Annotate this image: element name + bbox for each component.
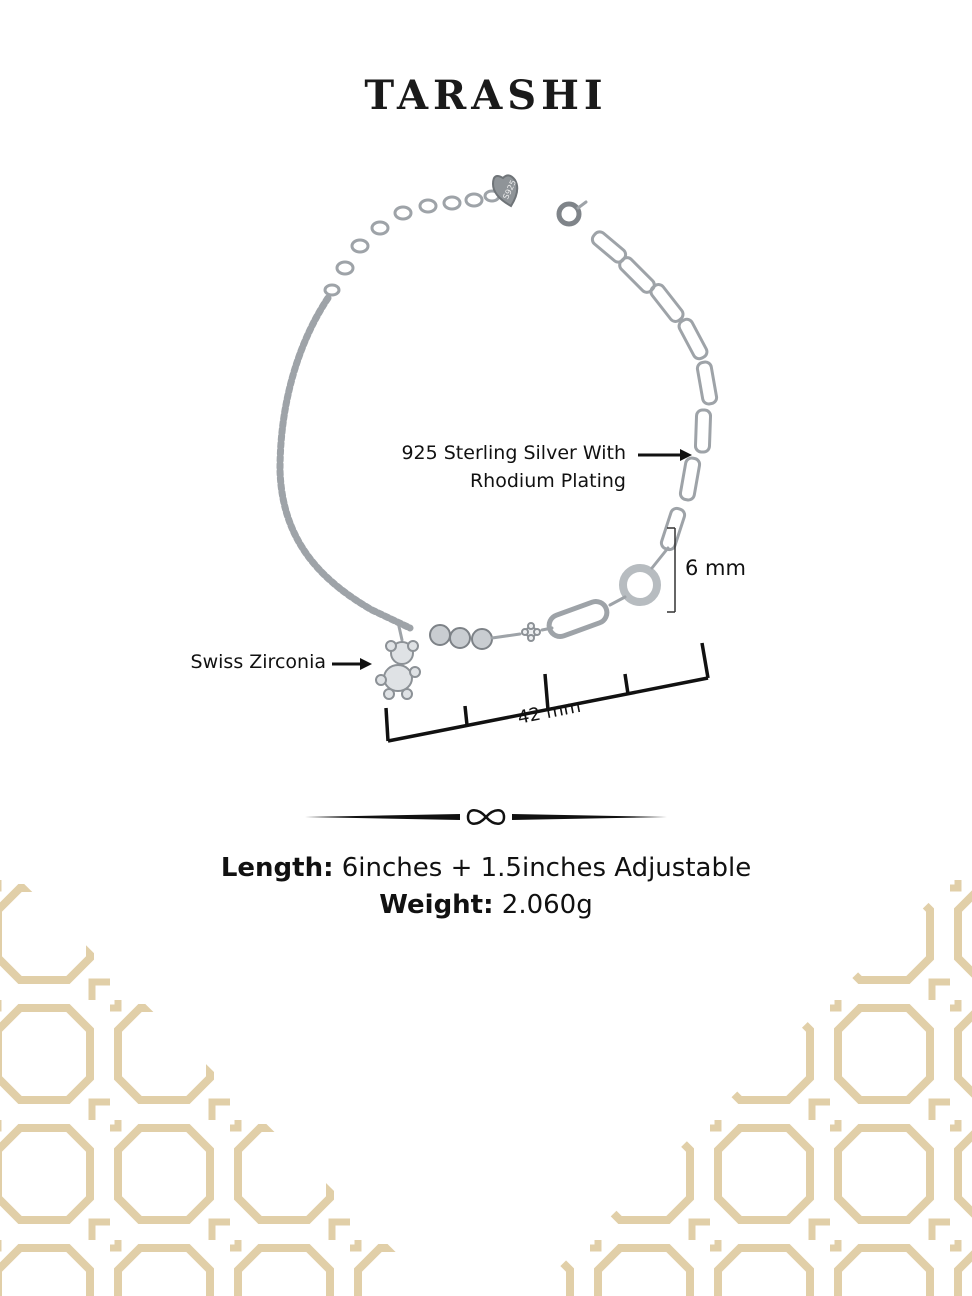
- section-divider: [305, 809, 667, 825]
- zircon-flower-icon: [521, 622, 541, 642]
- weight-spec-value: 2.060g: [501, 890, 593, 920]
- weight-spec: Weight: 2.060g: [0, 887, 972, 924]
- bear-charm-icon: [375, 640, 421, 700]
- length-spec-value: 6inches + 1.5inches Adjustable: [341, 853, 752, 883]
- length-ruler: [384, 642, 710, 743]
- brand-logo: TARASHI: [0, 72, 972, 119]
- weight-spec-key: Weight:: [379, 890, 494, 920]
- material-callout-line-2: Rhodium Plating: [469, 470, 626, 492]
- heart-tag-icon: [491, 174, 519, 208]
- brand-name: TARASHI: [364, 72, 608, 119]
- bracelet-illustration: S925: [276, 174, 719, 700]
- material-callout: 925 Sterling Silver With Rhodium Plating: [340, 439, 626, 495]
- material-callout-line-1: 925 Sterling Silver With: [401, 442, 626, 464]
- spring-clasp-icon: [556, 201, 582, 227]
- zircon-ring: [619, 564, 661, 606]
- width-dimension-bracket: [667, 527, 676, 613]
- infinity-icon: [466, 809, 506, 825]
- callout-arrows: [332, 449, 692, 670]
- length-spec-key: Length:: [220, 853, 334, 883]
- extension-chain: [323, 189, 501, 297]
- oval-link: [546, 599, 610, 639]
- length-spec: Length: 6inches + 1.5inches Adjustable: [0, 850, 972, 887]
- paperclip-chain: [590, 230, 719, 552]
- product-specs: Length: 6inches + 1.5inches Adjustable W…: [0, 850, 972, 924]
- curb-chain: [276, 294, 414, 632]
- width-label: 6 mm: [685, 556, 746, 580]
- stone-callout: Swiss Zirconia: [190, 651, 326, 673]
- faceted-beads: [429, 624, 493, 650]
